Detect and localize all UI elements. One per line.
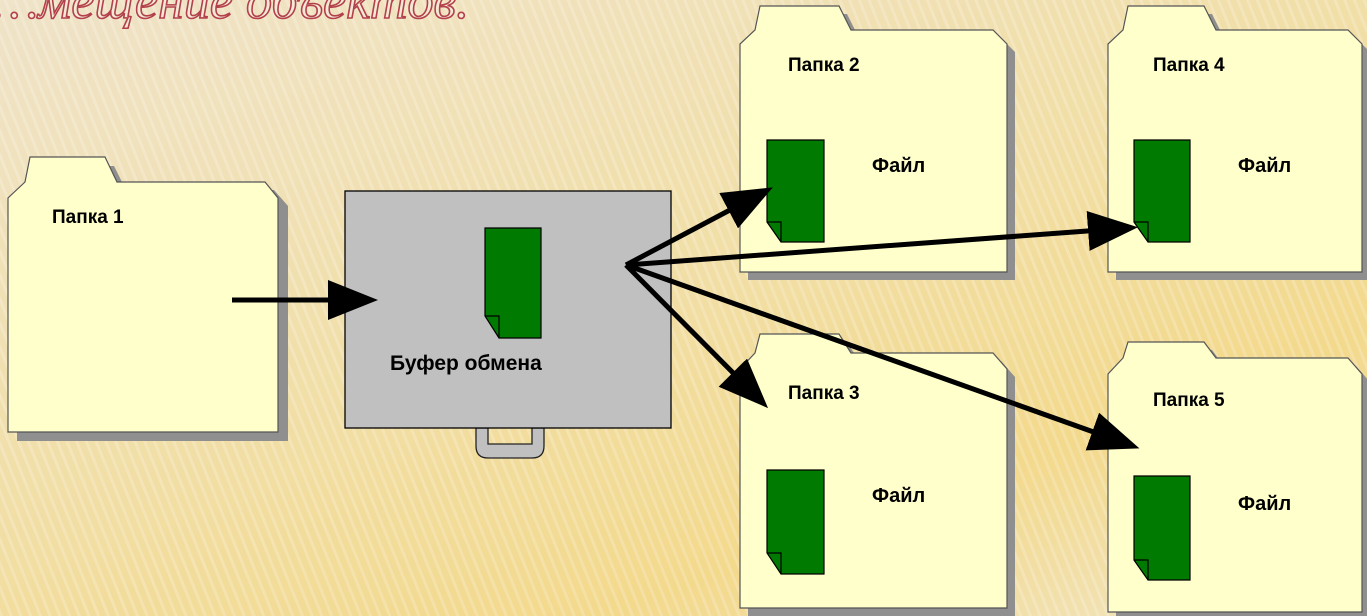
file-label: Файл [872, 155, 925, 177]
file-label: Файл [1238, 493, 1291, 515]
folder-4-label: Папка 4 [1153, 55, 1225, 76]
folder-1-label: Папка 1 [52, 207, 124, 228]
folder-4: Папка 4 Файл [1107, 5, 1367, 280]
arrow-to-folder-2 [624, 187, 773, 268]
folder-2: Папка 2 Файл [739, 5, 1015, 280]
file-icon [1133, 139, 1191, 243]
file-label: Файл [1238, 155, 1291, 177]
folder-5-label: Папка 5 [1153, 390, 1225, 411]
clipboard-label: Буфер обмена [390, 352, 542, 375]
clipboard: Буфер обмена [344, 190, 672, 459]
file-icon [1133, 475, 1191, 581]
arrows [232, 187, 1140, 451]
arrow-to-folder-3 [624, 263, 769, 409]
file-label: Файл [872, 485, 925, 507]
folder-3: Папка 3 Файл [739, 333, 1015, 616]
folder-2-label: Папка 2 [788, 55, 860, 76]
file-icon [766, 469, 825, 575]
arrow-to-folder-4 [625, 210, 1138, 268]
file-icon [766, 139, 825, 243]
folder-5: Папка 5 Файл [1107, 341, 1367, 616]
slide-title: …мещение объектов. [0, 0, 469, 30]
folder-1: Папка 1 [7, 156, 288, 441]
folder-3-label: Папка 3 [788, 383, 860, 404]
arrow-to-folder-5 [625, 262, 1140, 451]
clipboard-handle [475, 427, 545, 459]
clipboard-file-icon [484, 227, 542, 339]
